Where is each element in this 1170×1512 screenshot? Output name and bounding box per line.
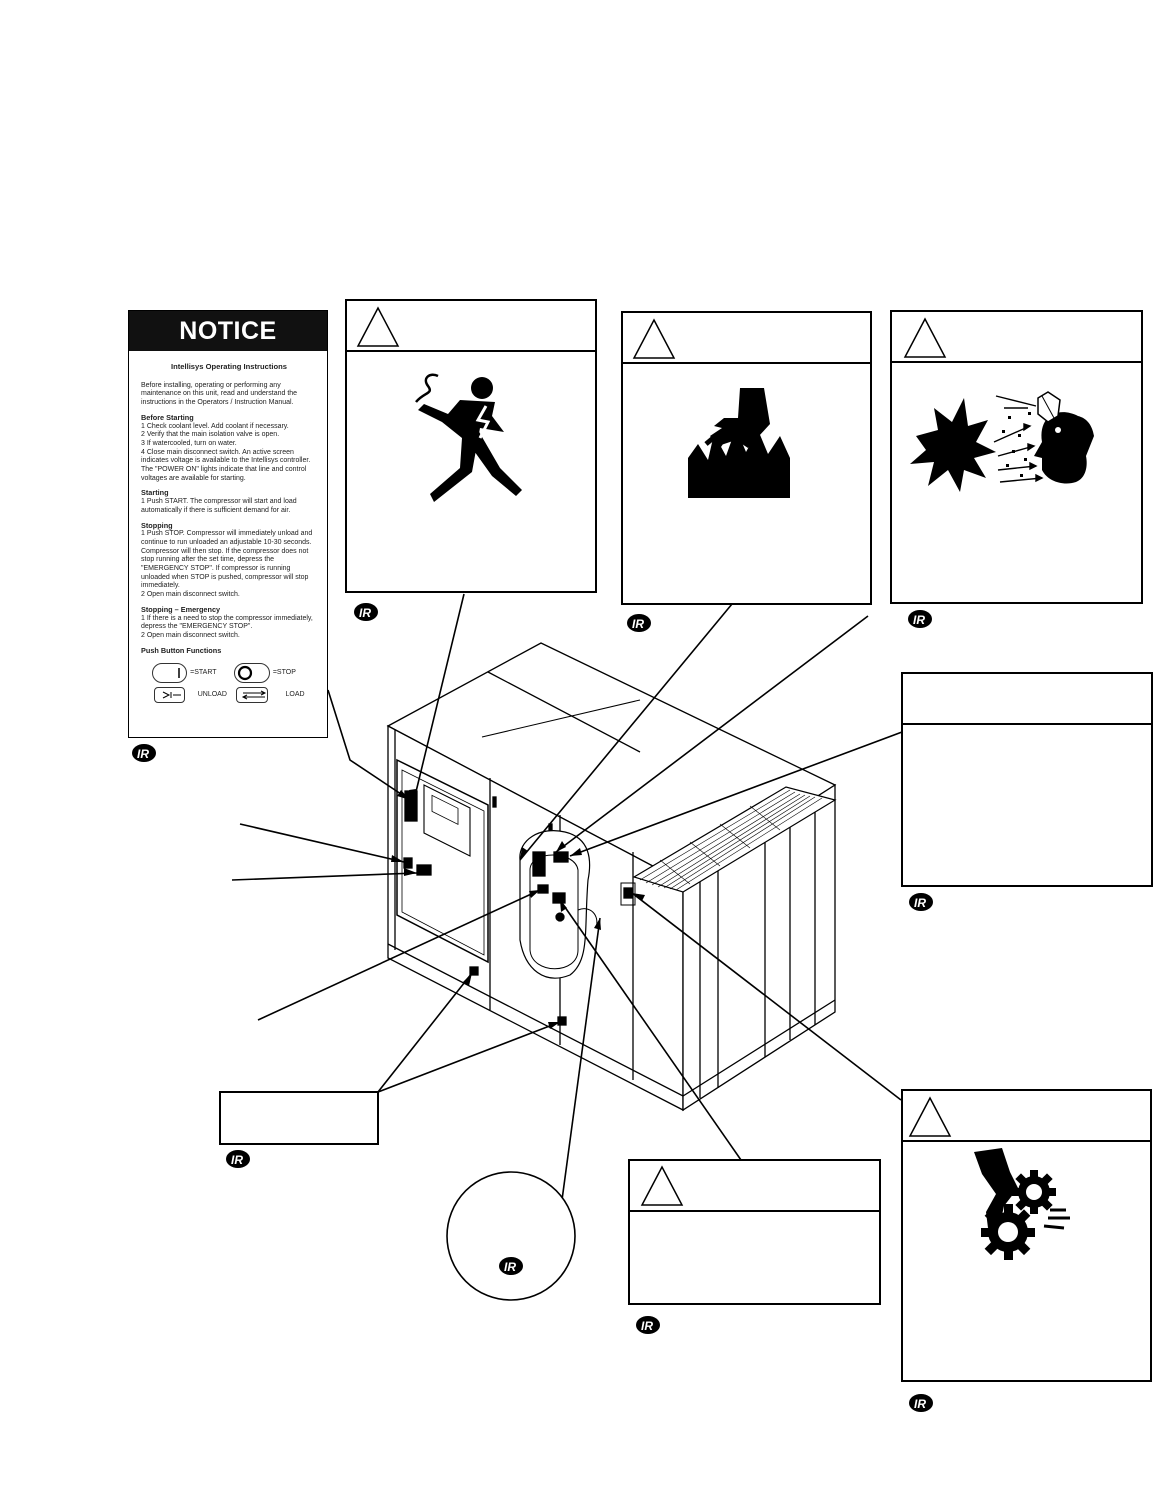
starting-step: 1 Push START. The compressor will start …	[141, 498, 297, 514]
stop-button-icon	[234, 663, 270, 684]
stop-label: =STOP	[272, 669, 296, 677]
ir-logo-icon	[636, 1316, 660, 1334]
stopping-step: 2 Open main disconnect switch.	[141, 591, 240, 599]
stopping-emergency-step: 1 If there is a need to stop the compres…	[141, 614, 313, 631]
right-side-decal	[901, 672, 1153, 887]
gears-warning-decal	[901, 1089, 1152, 1382]
entanglement-gears-icon	[974, 1148, 1070, 1260]
before-starting-step: 3 If watercooled, turn on water.	[141, 439, 237, 447]
before-starting-title: Before Starting	[141, 412, 194, 422]
ir-logo-icon	[226, 1150, 250, 1168]
ir-logo-icon	[499, 1257, 523, 1275]
notice-body: Intellisys Operating Instructions Before…	[129, 351, 327, 704]
notice-title: NOTICE	[129, 311, 327, 351]
ir-logo-icon	[132, 744, 156, 762]
notice-intro: Before installing, operating or performi…	[141, 381, 298, 407]
stopping-emergency-step: 2 Open main disconnect switch.	[141, 631, 240, 639]
start-label: =START	[190, 669, 217, 677]
electric-shock-icon	[415, 373, 522, 502]
base-decal	[219, 1091, 379, 1145]
before-starting-step: 4 Close main disconnect switch. An activ…	[141, 448, 311, 482]
round-decal	[446, 1171, 576, 1301]
shock-warning-decal	[345, 299, 597, 593]
hot-surface-icon	[688, 388, 790, 498]
ir-logo-icon	[909, 1394, 933, 1412]
before-starting-step: 1 Check coolant level. Add coolant if ne…	[141, 422, 289, 430]
push-button-row: UNLOAD LOAD	[141, 687, 317, 704]
stopping-emergency-title: Stopping – Emergency	[141, 604, 221, 614]
debris-warning-decal	[890, 310, 1143, 604]
stopping-title: Stopping	[141, 520, 173, 530]
start-button-icon	[151, 663, 188, 684]
unload-button-icon	[153, 687, 186, 704]
load-label: LOAD	[285, 691, 305, 699]
ir-logo-icon	[908, 610, 932, 628]
compressor-enclosure	[386, 642, 837, 1112]
ir-logo-icon	[627, 614, 651, 632]
push-button-row: =START =STOP	[141, 663, 317, 684]
bottom-warning-decal	[628, 1159, 881, 1305]
push-button-functions-title: Push Button Functions	[141, 645, 222, 655]
before-starting-step: 2 Verify that the main isolation valve i…	[141, 431, 280, 439]
load-button-icon	[236, 687, 269, 704]
leader-lines	[231, 593, 903, 1201]
stopping-step: 1 Push STOP. Compressor will immediately…	[141, 530, 313, 590]
notice-decal: NOTICE Intellisys Operating Instructions…	[128, 310, 328, 738]
notice-heading: Intellisys Operating Instructions	[170, 362, 288, 371]
ir-logo-icon	[909, 893, 933, 911]
arrow-heads	[391, 789, 645, 1029]
ir-logo-icon	[354, 603, 378, 621]
burn-warning-decal	[621, 311, 872, 605]
flying-debris-icon	[910, 391, 1094, 492]
starting-title: Starting	[141, 488, 169, 498]
unload-label: UNLOAD	[197, 691, 227, 699]
